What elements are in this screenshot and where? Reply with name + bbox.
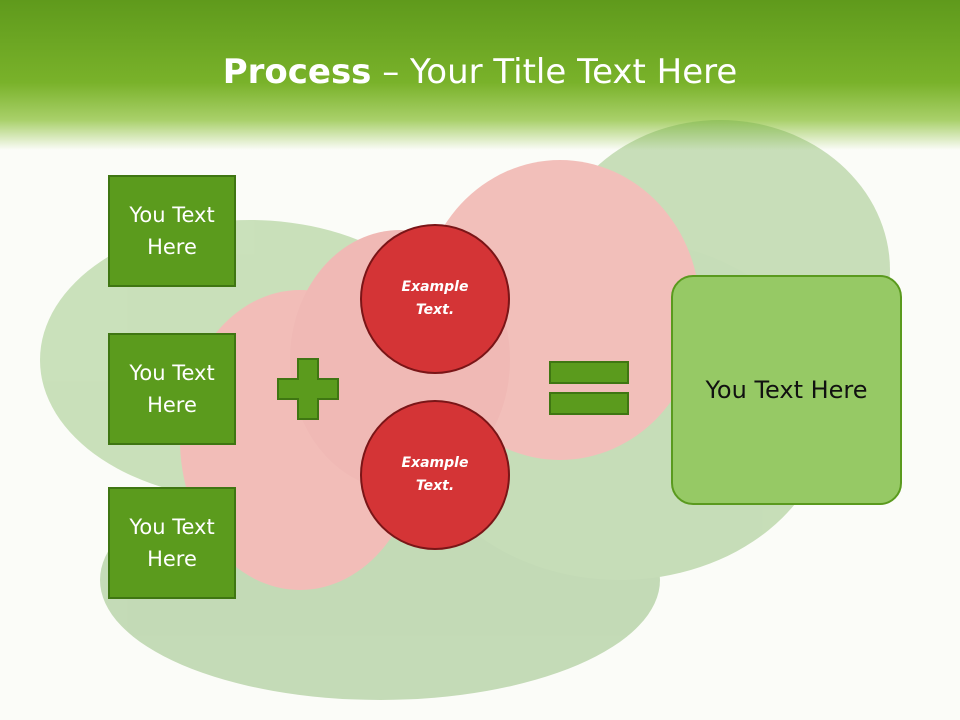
circle-top: Example Text. (360, 224, 510, 374)
result-box: You Text Here (671, 275, 902, 505)
slide-title: Process – Your Title Text Here (222, 52, 738, 92)
plus-icon (277, 358, 339, 420)
circle-bottom: Example Text. (360, 400, 510, 550)
left-box-1: You Text Here (108, 175, 236, 287)
left-box-2: You Text Here (108, 333, 236, 445)
left-box-3: You Text Here (108, 487, 236, 599)
equals-icon (549, 361, 629, 415)
header-band (0, 0, 960, 150)
